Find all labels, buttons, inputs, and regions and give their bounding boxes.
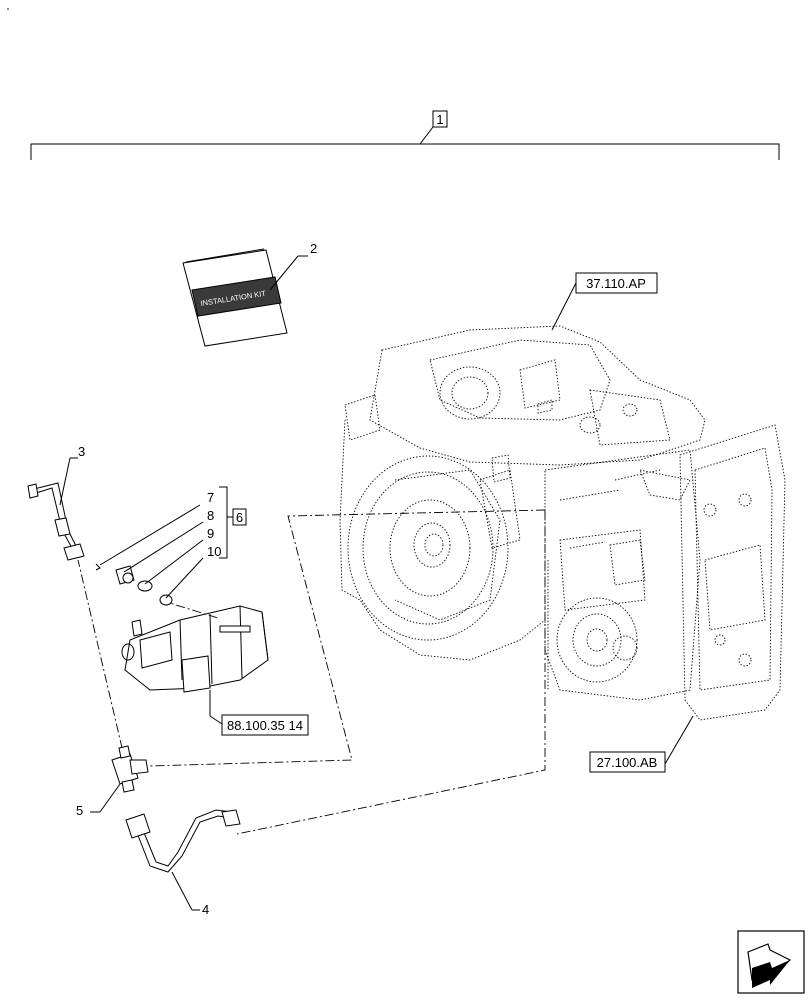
callout-3: 3 — [78, 444, 85, 459]
callout-2: 2 — [310, 241, 317, 256]
o-ring — [159, 594, 173, 606]
transmission-housing — [339, 325, 786, 721]
ref-pump-label: 88.100.35 14 — [227, 718, 303, 733]
pipe-upper: 3 — [27, 444, 85, 561]
installation-kit-booklet: INSTALLATION KIT 2 — [182, 241, 317, 347]
callout-7: 7 — [207, 490, 214, 505]
next-page-icon[interactable] — [737, 930, 805, 994]
pipe-lower: 4 — [125, 809, 241, 917]
fittings-group: 7 8 9 10 6 — [95, 486, 247, 606]
union-fitting — [115, 565, 135, 585]
ref-transmission-housing-label: 27.100.AB — [597, 755, 658, 770]
tee-fitting: 5 — [76, 745, 149, 818]
callout-10: 10 — [207, 544, 221, 559]
callout-4: 4 — [202, 902, 209, 917]
assembly-brace: 1 — [30, 110, 780, 160]
kit-group-label: 6 — [236, 510, 243, 525]
ref-upper-housing-label: 37.110.AP — [586, 276, 646, 291]
callout-8: 8 — [207, 508, 214, 523]
routing-lines — [77, 509, 546, 835]
ref-transmission-housing: 27.100.AB — [589, 715, 694, 773]
assembly-item-label: 1 — [436, 112, 443, 127]
callout-5: 5 — [76, 803, 83, 818]
hydraulic-pump: 88.100.35 14 — [121, 605, 309, 736]
seal-washer — [137, 580, 153, 592]
ref-upper-housing: 37.110.AP — [551, 272, 658, 331]
callout-9: 9 — [207, 526, 214, 541]
corner-mark — [7, 8, 9, 10]
